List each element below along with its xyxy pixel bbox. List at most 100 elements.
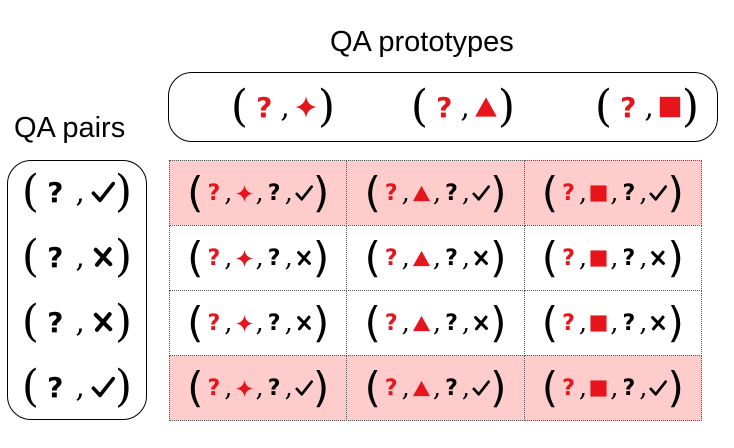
close-paren: ) (490, 168, 507, 217)
check-icon (649, 185, 668, 201)
close-paren: ) (312, 298, 330, 347)
prototype-symbol (294, 95, 318, 119)
prototype-symbol (412, 184, 431, 203)
comma: , (224, 373, 233, 403)
check-icon (472, 185, 491, 201)
comma: , (578, 178, 588, 208)
star-icon (295, 96, 317, 118)
combination-cell: (?,,?,) (346, 160, 525, 226)
comma: , (578, 308, 588, 338)
close-paren: ) (667, 233, 684, 282)
comma: , (75, 304, 85, 340)
comma: , (432, 308, 442, 338)
answer-mark (295, 184, 313, 202)
answer-mark (91, 180, 115, 204)
triangle-icon (412, 315, 430, 331)
prototype-symbol (235, 249, 254, 268)
square-icon (590, 249, 607, 267)
star-icon (235, 184, 253, 202)
combination-cell: (?,,?,) (346, 355, 525, 421)
combination-cell: (?,,?,) (169, 160, 348, 226)
comma: , (644, 89, 654, 125)
prototype-question-mark: ? (562, 310, 575, 336)
prototype-symbol (235, 379, 254, 398)
comma: , (461, 178, 471, 208)
prototype-question-mark: ? (207, 245, 221, 271)
answer-mark (649, 249, 667, 267)
open-paren: ( (21, 231, 40, 282)
open-paren: ( (364, 233, 381, 282)
comma: , (284, 373, 293, 403)
open-paren: ( (541, 363, 559, 412)
answer-mark (472, 249, 490, 267)
prototype-question-mark: ? (207, 375, 221, 401)
open-paren: ( (187, 233, 204, 282)
star-icon (235, 249, 253, 267)
prototypes-box (168, 72, 718, 142)
prototype-question-mark: ? (562, 180, 575, 206)
square-icon (659, 96, 681, 118)
comma: , (255, 178, 264, 208)
pair-question-mark: ? (622, 245, 636, 271)
close-paren: ) (114, 231, 133, 282)
close-paren: ) (312, 168, 330, 217)
answer-mark (472, 184, 491, 202)
cross-icon (93, 247, 113, 267)
question-mark: ? (47, 305, 64, 339)
combination-cell: (?,,?,) (169, 225, 348, 291)
pair-question-mark: ? (622, 180, 636, 206)
prototype-question-mark: ? (562, 375, 575, 401)
pair-tuple: (?,) (10, 228, 144, 286)
comma: , (578, 243, 588, 273)
pair-question-mark: ? (267, 310, 281, 336)
comma: , (461, 308, 471, 338)
comma: , (432, 178, 442, 208)
cross-icon (651, 315, 666, 331)
prototype-symbol (235, 184, 254, 203)
check-icon (91, 181, 115, 203)
close-paren: ) (667, 298, 684, 347)
check-icon (91, 376, 115, 398)
comma: , (610, 178, 619, 208)
comma: , (284, 308, 293, 338)
check-icon (295, 380, 313, 396)
pair-tuple: (?,) (10, 293, 144, 351)
prototype-tuple: (?,) (562, 74, 732, 140)
question-mark: ? (47, 240, 64, 274)
prototype-tuple: (?,) (378, 74, 548, 140)
comma: , (432, 243, 442, 273)
prototype-question-mark: ? (384, 180, 398, 206)
comma: , (75, 239, 85, 275)
close-paren: ) (490, 233, 507, 282)
prototype-symbol (412, 379, 431, 398)
triangle-icon (412, 185, 430, 201)
cross-icon (296, 315, 311, 331)
star-icon (235, 379, 253, 397)
open-paren: ( (21, 296, 40, 347)
comma: , (432, 373, 442, 403)
close-paren: ) (114, 361, 133, 412)
comma: , (401, 243, 410, 273)
prototype-question-mark: ? (207, 310, 221, 336)
question-mark: ? (620, 90, 637, 124)
square-icon (590, 314, 607, 332)
close-paren: ) (317, 81, 336, 132)
answer-mark (472, 379, 491, 397)
prototype-symbol (589, 184, 608, 203)
pair-question-mark: ? (622, 375, 636, 401)
cross-icon (651, 250, 666, 266)
pair-tuple: (?,) (10, 358, 144, 416)
pairs-box (7, 160, 147, 420)
close-paren: ) (667, 168, 684, 217)
close-paren: ) (667, 363, 684, 412)
answer-mark (649, 184, 668, 202)
open-paren: ( (230, 81, 249, 132)
prototype-symbol (589, 249, 608, 268)
triangle-icon (412, 250, 430, 266)
combination-grid: (?,,?,)(?,,?,)(?,,?,)(?,,?,)(?,,?,)(?,,?… (169, 160, 702, 421)
cross-icon (93, 312, 113, 332)
pair-question-mark: ? (622, 310, 636, 336)
prototype-tuple: (?,) (198, 74, 368, 140)
check-icon (295, 185, 313, 201)
comma: , (280, 89, 290, 125)
